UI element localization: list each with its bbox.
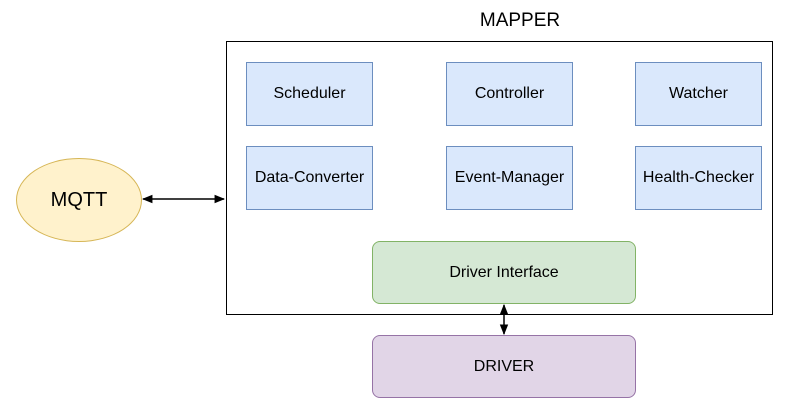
mqtt-node: MQTT (16, 158, 142, 242)
event-manager-module: Event-Manager (446, 146, 573, 210)
data-converter-module: Data-Converter (246, 146, 373, 210)
mapper-title: MAPPER (479, 10, 561, 31)
watcher-module: Watcher (635, 62, 762, 126)
scheduler-module: Scheduler (246, 62, 373, 126)
health-checker-module: Health-Checker (635, 146, 762, 210)
driver-interface-box: Driver Interface (372, 241, 636, 304)
controller-module: Controller (446, 62, 573, 126)
driver-box: DRIVER (372, 335, 636, 398)
